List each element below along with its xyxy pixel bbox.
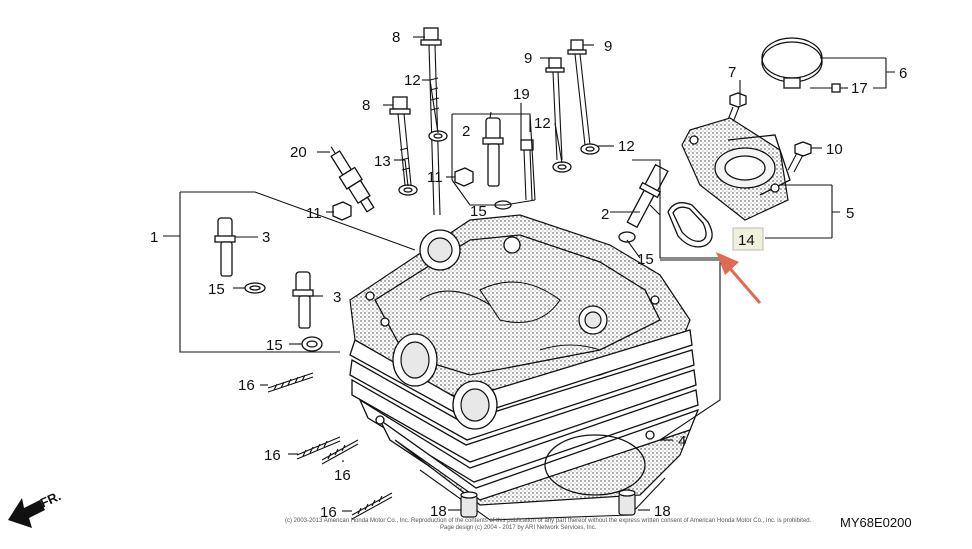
copyright-text-2: Page design (c) 2004 - 2017 by ARI Netwo… [440, 525, 597, 531]
callout-10[interactable]: 10 [826, 141, 843, 158]
leader-lines [163, 36, 895, 512]
callout-9[interactable]: 9 [524, 50, 532, 67]
bolt-10-icon [787, 141, 812, 173]
dowel-18-icon [460, 489, 636, 518]
callout-2[interactable]: 2 [601, 206, 609, 223]
stud-2-icon [482, 117, 669, 229]
clamp-6-icon [761, 37, 823, 89]
bolt-8-long-icon [420, 27, 442, 216]
screw-17-icon [810, 83, 841, 93]
callout-18[interactable]: 18 [654, 503, 671, 520]
callout-15[interactable]: 15 [266, 337, 283, 354]
callout-3[interactable]: 3 [262, 229, 270, 246]
callout-9[interactable]: 9 [604, 38, 612, 55]
o-ring-15-icon [244, 200, 636, 352]
callout-15[interactable]: 15 [470, 203, 487, 220]
callout-2[interactable]: 2 [462, 123, 470, 140]
callout-7[interactable]: 7 [728, 64, 736, 81]
callout-11[interactable]: 11 [427, 169, 443, 186]
nut-11-icon [332, 167, 474, 221]
callout-18[interactable]: 18 [430, 503, 447, 520]
callout-12[interactable]: 12 [404, 72, 421, 89]
diagram-code: MY68E0200 [840, 515, 912, 530]
callout-15[interactable]: 15 [208, 281, 225, 298]
callout-3[interactable]: 3 [333, 289, 341, 306]
highlight-arrow [716, 252, 762, 304]
callout-4[interactable]: 4 [678, 433, 686, 450]
bolt-8-short-icon [389, 96, 412, 186]
callout-8[interactable]: 8 [362, 97, 370, 114]
stud-3-icon [214, 217, 314, 329]
spark-plug-20-icon [330, 146, 375, 213]
callout-20[interactable]: 20 [290, 144, 307, 161]
insulator-5-icon [681, 117, 791, 221]
callout-11[interactable]: 11 [306, 205, 322, 222]
copyright-text: (c) 2003-2013 American Honda Motor Co., … [285, 518, 812, 524]
bolt-9-left-icon [545, 57, 565, 161]
callout-labels: 1 2 2 3 3 4 5 6 7 8 8 9 9 10 11 11 12 12… [150, 29, 907, 521]
callout-16[interactable]: 16 [264, 447, 281, 464]
bolt-19-icon [520, 139, 534, 201]
spring-16-icon [267, 372, 393, 520]
front-arrow-icon [8, 498, 45, 528]
callout-6[interactable]: 6 [899, 65, 907, 82]
callout-16[interactable]: 16 [320, 504, 337, 521]
callout-16[interactable]: 16 [334, 467, 351, 484]
callout-13[interactable]: 13 [374, 153, 391, 170]
cylinder-head [349, 214, 700, 521]
washer-13-icon [398, 184, 418, 196]
o-ring-14-icon [667, 202, 713, 248]
callout-17[interactable]: 17 [851, 80, 868, 97]
callout-5[interactable]: 5 [846, 205, 854, 222]
front-direction-indicator: FR. [8, 488, 63, 528]
callout-8[interactable]: 8 [392, 29, 400, 46]
part-14-highlight-box [732, 227, 764, 251]
front-label: FR. [38, 488, 63, 510]
callout-14[interactable]: 14 [738, 232, 755, 249]
bolt-9-right-icon [567, 39, 591, 146]
callout-19[interactable]: 19 [513, 86, 530, 103]
callout-15[interactable]: 15 [637, 251, 654, 268]
callout-12[interactable]: 12 [618, 138, 635, 155]
callout-16[interactable]: 16 [238, 377, 255, 394]
callout-12[interactable]: 12 [534, 115, 551, 132]
washer-12-icon [428, 130, 600, 173]
callout-1[interactable]: 1 [150, 229, 158, 246]
